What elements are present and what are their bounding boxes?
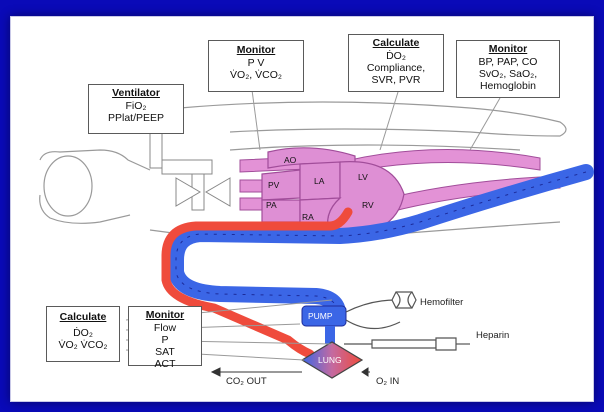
calculate-top-line-2: Compliance, — [366, 62, 426, 74]
label-pv: PV — [268, 180, 280, 190]
ventilator-line-2: PPlat/PEEP — [107, 112, 165, 124]
monitor-bottom-line-4: ACT — [154, 358, 176, 370]
monitor-top-left-title: Monitor — [236, 44, 276, 56]
label-co2-out: CO₂ OUT — [226, 376, 267, 387]
label-pa: PA — [266, 200, 277, 210]
label-heparin: Heparin — [476, 330, 510, 341]
arterial-return-line — [161, 207, 353, 359]
ventilator-box: Ventilator FiO₂ PPlat/PEEP — [88, 84, 184, 134]
calculate-bottom-line-1: ḊO₂ — [73, 327, 93, 339]
monitor-top-left-line-1: P V — [247, 57, 265, 69]
monitor-top-right-line-2: SvO₂, SaO₂, — [478, 68, 538, 80]
ventilator-line-1: FiO₂ — [125, 100, 147, 112]
monitor-bottom-line-3: SAT — [155, 346, 175, 358]
monitor-top-right-box: Monitor BP, PAP, CO SvO₂, SaO₂, Hemoglob… — [456, 40, 560, 98]
calculate-top-title: Calculate — [372, 37, 420, 49]
ventilator-title: Ventilator — [112, 87, 160, 99]
oxygenator-lung — [300, 341, 364, 379]
label-hemofilter: Hemofilter — [420, 297, 464, 308]
label-pump: PUMP — [308, 311, 333, 321]
calculate-top-box: Calculate ḊO₂ Compliance, SVR, PVR — [348, 34, 444, 92]
monitor-top-left-box: Monitor P V V̇O₂, V̇CO₂ — [208, 40, 304, 92]
label-ao: AO — [284, 155, 297, 165]
monitor-top-right-line-3: Hemoglobin — [479, 80, 537, 92]
monitor-bottom-title: Monitor — [145, 309, 185, 321]
label-lung: LUNG — [318, 355, 342, 365]
calculate-bottom-title: Calculate — [59, 311, 107, 323]
label-lv: LV — [358, 172, 368, 182]
label-ra: RA — [302, 212, 314, 222]
hemofilter — [345, 291, 417, 330]
label-la: LA — [314, 176, 325, 186]
heparin-syringe — [344, 337, 470, 351]
calculate-bottom-line-2: V̇O₂ V̇CO₂ — [58, 339, 108, 351]
calculate-top-line-3: SVR, PVR — [371, 74, 421, 86]
venous-cannula-line — [168, 164, 594, 322]
gas-arrows — [210, 367, 370, 377]
pump — [301, 305, 347, 327]
monitor-top-left-line-2: V̇O₂, V̇CO₂ — [230, 69, 282, 81]
monitor-bottom-line-1: Flow — [153, 322, 177, 334]
calculate-bottom-box: Calculate ḊO₂ V̇O₂ V̇CO₂ — [46, 306, 120, 362]
label-o2-in: O₂ IN — [376, 376, 400, 387]
monitor-top-right-line-1: BP, PAP, CO — [478, 56, 538, 68]
calculate-top-line-1: ḊO₂ — [386, 50, 406, 62]
monitor-top-right-title: Monitor — [488, 43, 528, 55]
monitor-bottom-box: Monitor Flow P SAT ACT — [128, 306, 202, 370]
ventilator-tube — [149, 127, 231, 211]
label-rv: RV — [362, 200, 374, 210]
monitor-bottom-line-2: P — [161, 334, 169, 346]
